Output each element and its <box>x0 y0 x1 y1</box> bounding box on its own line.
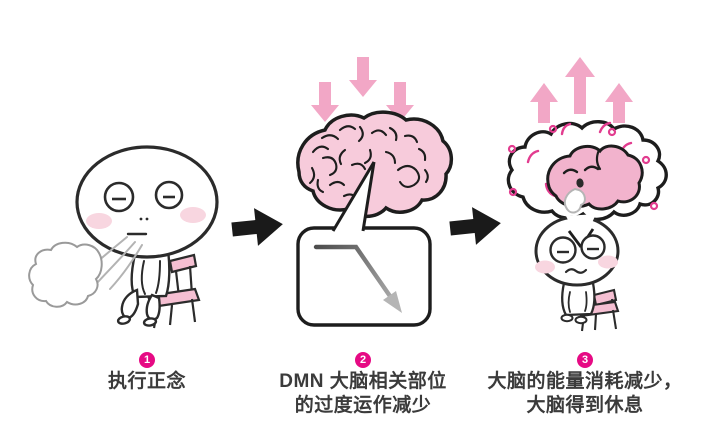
up-arrows-icon <box>530 57 633 123</box>
meditating-person-illustration <box>28 145 219 329</box>
step-3-caption: 3 大脑的能量消耗减少， 大脑得到休息 <box>460 346 710 418</box>
relaxation-sparkles <box>507 121 659 211</box>
dmn-decrease-illustration <box>296 57 453 327</box>
resting-brain-illustration <box>506 57 668 332</box>
step-1-label: 执行正念 <box>107 370 186 392</box>
breath-puff-icon <box>28 236 143 308</box>
chair-icon <box>146 253 201 329</box>
sleeping-brain-icon <box>546 144 644 214</box>
sitting-body <box>560 281 596 325</box>
declining-trend-arrow-icon <box>313 244 402 313</box>
step-2-caption: 2 DMN 大脑相关部位 的过度运作减少 <box>238 346 488 418</box>
step-3-label-line-1: 大脑的能量消耗减少， <box>487 370 683 392</box>
down-arrows-icon <box>311 57 414 122</box>
step-1-number-badge: 1 <box>139 352 155 368</box>
character-face <box>75 145 219 259</box>
bubble-tail <box>566 214 596 247</box>
next-step-arrow-icon <box>231 208 283 246</box>
activity-chart-box <box>296 161 432 327</box>
step-3-label-line-2: 大脑得到休息 <box>526 394 644 416</box>
step-2-label-line-2: 的过度运作减少 <box>294 394 432 416</box>
sitting-body <box>116 248 171 327</box>
step-1-caption: 1 执行正念 <box>47 346 247 394</box>
next-step-arrow-icon <box>449 207 501 245</box>
drool-bubble <box>563 187 586 214</box>
step-2-label-line-1: DMN 大脑相关部位 <box>279 370 447 392</box>
step-3-number-badge: 3 <box>577 352 593 368</box>
step-2-number-badge: 2 <box>355 352 371 368</box>
character-face <box>534 214 620 287</box>
